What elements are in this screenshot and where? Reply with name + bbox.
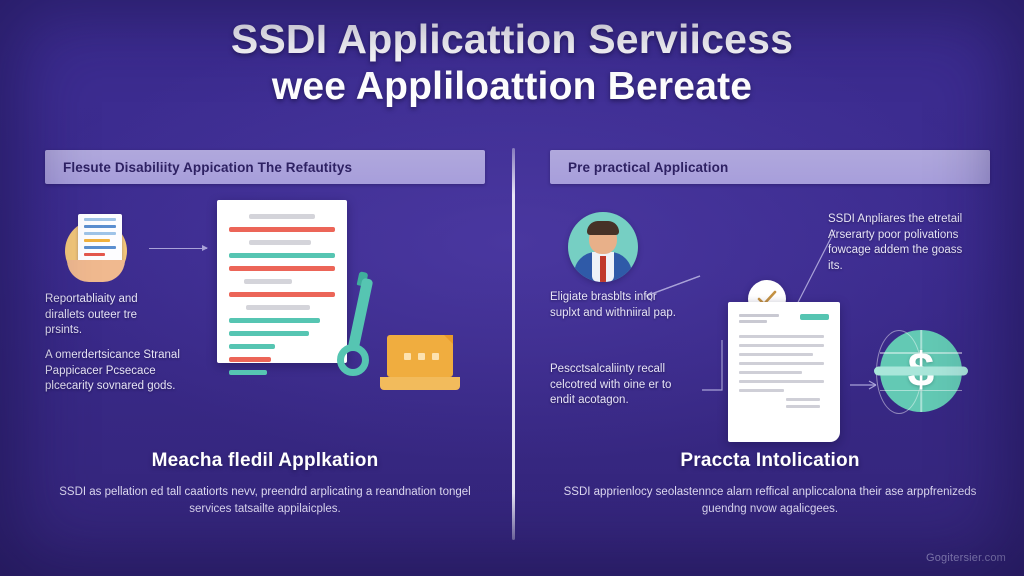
document-tag bbox=[800, 314, 829, 320]
doc-line bbox=[739, 344, 824, 347]
doc-line bbox=[739, 314, 779, 317]
dot bbox=[418, 353, 425, 360]
left-panel: Flesute Disabiliity Appication The Refau… bbox=[45, 150, 485, 550]
title-line-2: wee Appliloattion Bereate bbox=[271, 65, 753, 108]
doc-line bbox=[739, 320, 767, 323]
doc-line bbox=[739, 380, 824, 383]
avatar-tie bbox=[600, 256, 606, 282]
doc-line bbox=[785, 405, 821, 408]
avatar-hair bbox=[587, 221, 619, 235]
left-text-block-2: A omerdertsicance Stranal Pappicacer Pcs… bbox=[45, 349, 180, 392]
hand-holding-document-icon bbox=[61, 210, 139, 288]
doc-line-red bbox=[229, 266, 335, 271]
doc-line-gray bbox=[249, 214, 315, 219]
hand-shape bbox=[67, 260, 125, 282]
dot bbox=[432, 353, 439, 360]
right-caption-title: Praccta Intolication bbox=[680, 450, 860, 471]
doc-line-teal bbox=[229, 318, 321, 323]
doc-line-red bbox=[229, 357, 272, 362]
laptop-keyboard bbox=[380, 377, 460, 390]
paper-line bbox=[84, 218, 116, 221]
left-caption-title: Meacha fledil Applkation bbox=[151, 450, 379, 471]
arrow-right-icon bbox=[149, 245, 208, 251]
left-panel-header: Flesute Disabiliity Appication The Refau… bbox=[45, 150, 485, 184]
doc-line-teal bbox=[229, 331, 309, 336]
doc-line-teal bbox=[229, 370, 268, 375]
doc-line-red bbox=[229, 292, 335, 297]
center-divider bbox=[512, 148, 515, 540]
right-text-block-3: SSDI Anpliares the etretail Arserarty po… bbox=[828, 213, 963, 272]
right-panel-header-label: Pre practical Application bbox=[568, 159, 729, 175]
doc-line bbox=[785, 398, 821, 401]
paper-line bbox=[84, 225, 116, 228]
doc-line bbox=[739, 362, 824, 365]
document-header-row bbox=[739, 314, 829, 326]
right-text-block-2: Pescctsalcaliinty recall celcotred with … bbox=[550, 363, 672, 406]
right-caption-body: SSDI apprienlocy seolastennce alarn reff… bbox=[563, 486, 977, 515]
right-caption: Praccta Intolication SSDI apprienlocy se… bbox=[550, 450, 990, 518]
pen-icon bbox=[333, 271, 379, 384]
globe-latitude bbox=[880, 389, 962, 392]
paper-line bbox=[84, 253, 106, 256]
document-with-lines-icon bbox=[217, 200, 347, 375]
pen-ring bbox=[337, 344, 369, 376]
paper-line bbox=[84, 239, 111, 242]
dot bbox=[404, 353, 411, 360]
globe-latitude bbox=[880, 352, 962, 354]
paper-line bbox=[84, 246, 116, 249]
document-signature-lines bbox=[785, 398, 829, 408]
doc-line-gray bbox=[243, 279, 292, 284]
right-text-block-1: Eligiate brasblts infor suplxt and withn… bbox=[550, 291, 676, 319]
laptop-dots bbox=[404, 353, 439, 360]
document-title-lines bbox=[739, 314, 779, 326]
right-panel: Pre practical Application bbox=[550, 150, 990, 550]
person-avatar-icon bbox=[568, 212, 638, 282]
pen-body bbox=[347, 277, 374, 351]
left-text-block-1: Reportabliaity and dirallets outeer tre … bbox=[45, 293, 138, 336]
doc-line-gray bbox=[245, 305, 310, 310]
laptop-icon bbox=[380, 335, 460, 393]
page-title: SSDI Applicattion Serviicess wee Applilo… bbox=[0, 16, 1024, 110]
left-panel-header-label: Flesute Disabiliity Appication The Refau… bbox=[63, 159, 353, 175]
connector-path bbox=[702, 340, 723, 391]
doc-line-red bbox=[229, 227, 335, 232]
title-line-1: SSDI Applicattion Serviicess bbox=[230, 16, 794, 62]
doc-line bbox=[739, 353, 813, 356]
arrow-head bbox=[868, 380, 877, 390]
doc-line bbox=[739, 371, 802, 374]
doc-line bbox=[739, 389, 784, 392]
right-panel-header: Pre practical Application bbox=[550, 150, 990, 184]
laptop-screen bbox=[387, 335, 453, 377]
paper-line bbox=[84, 232, 116, 235]
doc-line-teal bbox=[229, 344, 275, 349]
doc-line-gray bbox=[249, 240, 311, 245]
doc-line-teal bbox=[229, 253, 335, 258]
left-caption-body: SSDI as pellation ed tall caatiorts nevv… bbox=[59, 486, 471, 515]
doc-line bbox=[739, 335, 824, 338]
watermark: Gogitersier.com bbox=[925, 552, 1006, 564]
paper-document-icon bbox=[728, 302, 840, 442]
left-caption: Meacha fledil Applkation SSDI as pellati… bbox=[45, 450, 485, 518]
globe-dollar-icon: $ bbox=[874, 330, 968, 414]
globe-band bbox=[874, 366, 968, 376]
